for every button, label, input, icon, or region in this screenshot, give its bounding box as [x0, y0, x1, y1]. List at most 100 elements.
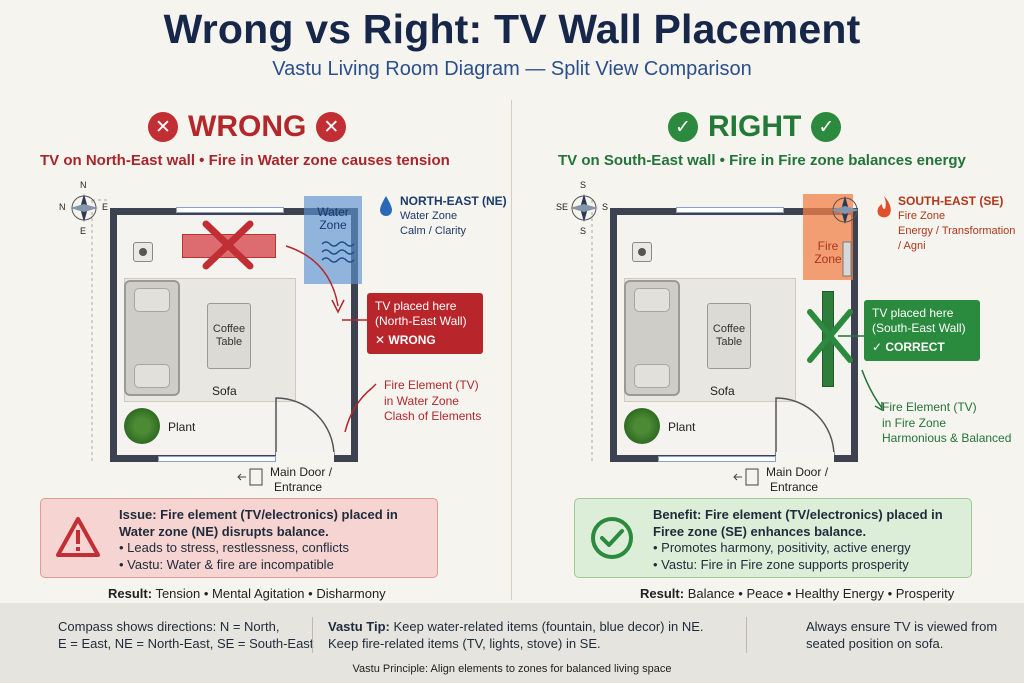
right-plant-label: Plant: [668, 420, 696, 434]
wrong-plant-label: Plant: [168, 420, 196, 434]
door-line-2: Entrance: [770, 480, 819, 494]
clash-line-3: Clash of Elements: [384, 409, 482, 424]
right-door-label: Main Door / Entrance: [766, 465, 828, 495]
callout-result: ✓ CORRECT: [872, 340, 945, 354]
wrong-verdict: ✕ WRONG ✕: [148, 108, 347, 146]
callout-line-1: TV placed here: [872, 306, 954, 320]
footer-separator: [312, 617, 313, 653]
wrong-lamp: [133, 242, 153, 262]
check-circle-icon: [591, 517, 633, 559]
wrong-clash-note: Fire Element (TV) in Water Zone Clash of…: [384, 378, 481, 425]
right-window-bottom: [658, 456, 776, 462]
right-lamp: [632, 242, 652, 262]
compass-note-line-2: E = East, NE = North-East, SE = South-Ea…: [58, 635, 314, 651]
door-line-1: Main Door /: [270, 465, 333, 479]
x-circle-icon: ✕: [316, 112, 347, 142]
right-sofa-label: Sofa: [710, 384, 735, 398]
result-label: Result:: [640, 586, 685, 601]
right-tv-block: [822, 291, 834, 387]
compass-w: N: [59, 202, 66, 212]
callout-result: ✕ WRONG: [375, 333, 436, 347]
compass-w: SE: [556, 202, 569, 212]
zone-name: SOUTH-EAST (SE): [898, 194, 1004, 208]
tip-line-1: Keep water-related items (fountain, blue…: [389, 619, 704, 634]
zone-line-2: Energy / Transformation: [898, 225, 1016, 238]
wrong-result: Result: Tension • Mental Agitation • Dis…: [108, 586, 386, 601]
info-bullet-2: • Vastu: Fire in Fire zone supports pros…: [653, 556, 909, 572]
right-headline: TV on South-East wall • Fire in Fire zon…: [558, 152, 966, 169]
clash-line-2: in Fire Zone: [882, 415, 947, 430]
wrong-info-box: Issue: Fire element (TV/electronics) pla…: [40, 498, 438, 578]
footer-compass-note: Compass shows directions: N = North, E =…: [58, 619, 313, 653]
wrong-sofa-label: Sofa: [212, 384, 237, 398]
compass-icon: [70, 194, 98, 222]
door-icon: [237, 468, 263, 486]
zone-line-1: Fire Zone: [898, 210, 946, 223]
clash-line-1: Fire Element (TV): [882, 400, 977, 414]
compass-e: E: [102, 202, 109, 212]
right-zone-info: SOUTH-EAST (SE) Fire Zone Energy / Trans…: [898, 193, 1015, 254]
info-title-2: Firee zone (SE) enhances balance.: [653, 523, 867, 539]
footer-vastu-tip: Vastu Tip: Keep water-related items (fou…: [328, 619, 704, 653]
door-line-1: Main Door /: [766, 465, 829, 479]
wrong-window-bottom: [158, 456, 276, 462]
clash-line-1: Fire Element (TV): [384, 378, 479, 392]
right-clash-note: Fire Element (TV) in Fire Zone Harmoniou…: [882, 400, 1011, 447]
water-drop-icon: [380, 196, 392, 216]
door-icon: [733, 468, 759, 486]
wrong-door-label: Main Door / Entrance: [270, 465, 332, 495]
vastu-principle: Vastu Principle: Align elements to zones…: [352, 663, 672, 675]
water-zone-tag: Water Zone: [317, 205, 349, 233]
check-circle-icon: ✓: [668, 112, 698, 142]
info-bullet-2: • Vastu: Water & fire are incompatible: [119, 556, 334, 572]
wrong-plant: [124, 408, 160, 444]
right-verdict: ✓ RIGHT ✓: [668, 108, 842, 146]
compass-icon: [570, 194, 598, 222]
right-callout: TV placed here (South-East Wall) ✓ CORRE…: [864, 300, 980, 361]
wrong-zone-info: NORTH-EAST (NE) Water Zone Calm / Clarit…: [400, 193, 507, 239]
zone-line-1: Water Zone: [400, 210, 458, 223]
callout-line-2: (South-East Wall): [872, 321, 966, 335]
warning-triangle-icon: [56, 517, 100, 557]
compass-n: S: [580, 180, 587, 190]
sofa-cushion: [134, 288, 170, 312]
compass-s: E: [80, 226, 87, 236]
right-verdict-label: RIGHT: [708, 110, 802, 143]
sofa-cushion: [634, 364, 670, 388]
right-result: Result: Balance • Peace • Healthy Energy…: [640, 586, 954, 601]
zone-line-3: / Agni: [898, 239, 926, 252]
flame-icon: [877, 196, 891, 218]
info-title-1: Benefit: Fire element (TV/electronics) p…: [653, 507, 943, 522]
info-bullet-1: • Promotes harmony, positivity, active e…: [653, 540, 911, 556]
tv-note-line-2: seated position on sofa.: [806, 635, 944, 651]
right-sofa: [624, 280, 680, 396]
compass-n: N: [80, 180, 87, 190]
x-circle-icon: ✕: [148, 112, 178, 142]
door-line-2: Entrance: [274, 480, 323, 494]
info-bullet-1: • Leads to stress, restlessness, conflic…: [119, 540, 349, 556]
fire-zone-tag: Fire Zone: [814, 239, 842, 267]
clash-line-3: Harmonious & Balanced: [882, 431, 1012, 446]
compass-note-line-1: Compass shows directions: N = North,: [58, 619, 280, 634]
page-title: Wrong vs Right: TV Wall Placement: [163, 6, 861, 52]
wrong-coffee-table: Coffee Table: [207, 303, 251, 369]
tv-note-line-1: Always ensure TV is viewed from: [806, 619, 998, 634]
wrong-tv-block: [182, 234, 276, 258]
result-label: Result:: [108, 586, 153, 601]
right-coffee-table: Coffee Table: [707, 303, 751, 369]
callout-line-2: (North-East Wall): [375, 314, 467, 328]
callout-line-1: TV placed here: [375, 299, 457, 313]
sofa-cushion: [134, 364, 170, 388]
result-text: Tension • Mental Agitation • Disharmony: [155, 586, 386, 601]
tip-line-2: Keep fire-related items (TV, lights, sto…: [328, 635, 601, 651]
info-title-1: Issue: Fire element (TV/electronics) pla…: [119, 507, 398, 522]
right-info-box: Benefit: Fire element (TV/electronics) p…: [574, 498, 972, 578]
compass-e: S: [602, 202, 609, 212]
sofa-cushion: [634, 288, 670, 312]
wrong-water-zone: Water Zone: [304, 196, 362, 284]
right-window-top: [676, 207, 784, 213]
page-subtitle: Vastu Living Room Diagram — Split View C…: [272, 58, 752, 80]
footer-tv-note: Always ensure TV is viewed from seated p…: [806, 619, 997, 653]
wrong-verdict-label: WRONG: [188, 110, 307, 143]
result-text: Balance • Peace • Healthy Energy • Prosp…: [687, 586, 955, 601]
